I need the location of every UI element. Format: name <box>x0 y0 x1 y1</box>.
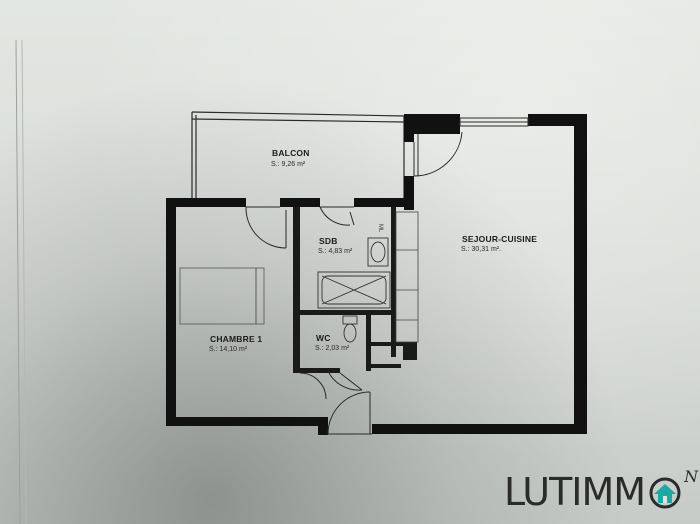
room-area-sdb: S.: 4,83 m² <box>318 248 353 255</box>
room-label-wc: WC <box>316 333 331 343</box>
bathtub <box>317 271 391 309</box>
exterior-walls <box>166 114 587 435</box>
washbasin <box>367 237 389 267</box>
room-label-chambre: CHAMBRE 1 <box>210 334 263 344</box>
room-area-chambre: S.: 14,10 m² <box>209 346 248 353</box>
bed-outline <box>179 267 265 325</box>
room-area-balcon: S.: 9,26 m² <box>271 161 306 168</box>
lutimmon-logo: LUTIMM N <box>504 462 698 512</box>
kitchen-counter <box>395 211 419 343</box>
ml-label: ML <box>377 224 383 233</box>
margin-line <box>21 39 27 524</box>
window <box>459 117 529 127</box>
doors <box>245 131 463 435</box>
interior-walls <box>293 207 417 373</box>
logo-suffix: N <box>684 467 699 486</box>
room-label-sejour: SEJOUR-CUISINE <box>462 234 538 244</box>
margin-line <box>15 39 21 524</box>
room-area-wc: S.: 2,03 m² <box>315 345 350 352</box>
room-label-balcon: BALCON <box>272 148 310 158</box>
toilet <box>342 315 358 343</box>
room-label-sdb: SDB <box>319 236 338 246</box>
room-area-sejour: S.: 30,31 m². <box>461 246 502 253</box>
logo-text: LUTIMM <box>504 470 646 514</box>
house-icon <box>649 477 681 509</box>
